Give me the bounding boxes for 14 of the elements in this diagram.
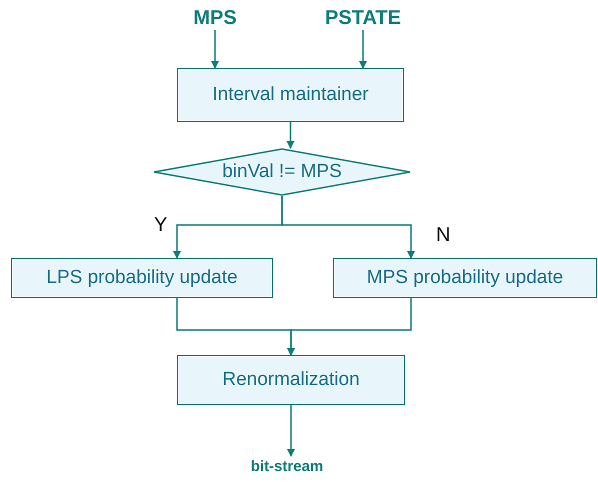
process-box: Renormalization <box>177 355 405 405</box>
output-label: bit-stream <box>237 456 337 480</box>
process-box: MPS probability update <box>333 258 597 298</box>
input-label: PSTATE <box>323 6 403 30</box>
input-label: MPS <box>185 6 245 30</box>
process-box: Interval maintainer <box>177 68 404 122</box>
arrow <box>286 122 294 149</box>
arrow <box>211 30 219 69</box>
process-box: LPS probability update <box>11 258 273 298</box>
arrow <box>287 405 295 457</box>
arrow <box>281 196 415 259</box>
decision-diamond: binVal != MPS <box>153 148 411 196</box>
arrow <box>359 30 367 69</box>
arrow <box>287 298 412 356</box>
